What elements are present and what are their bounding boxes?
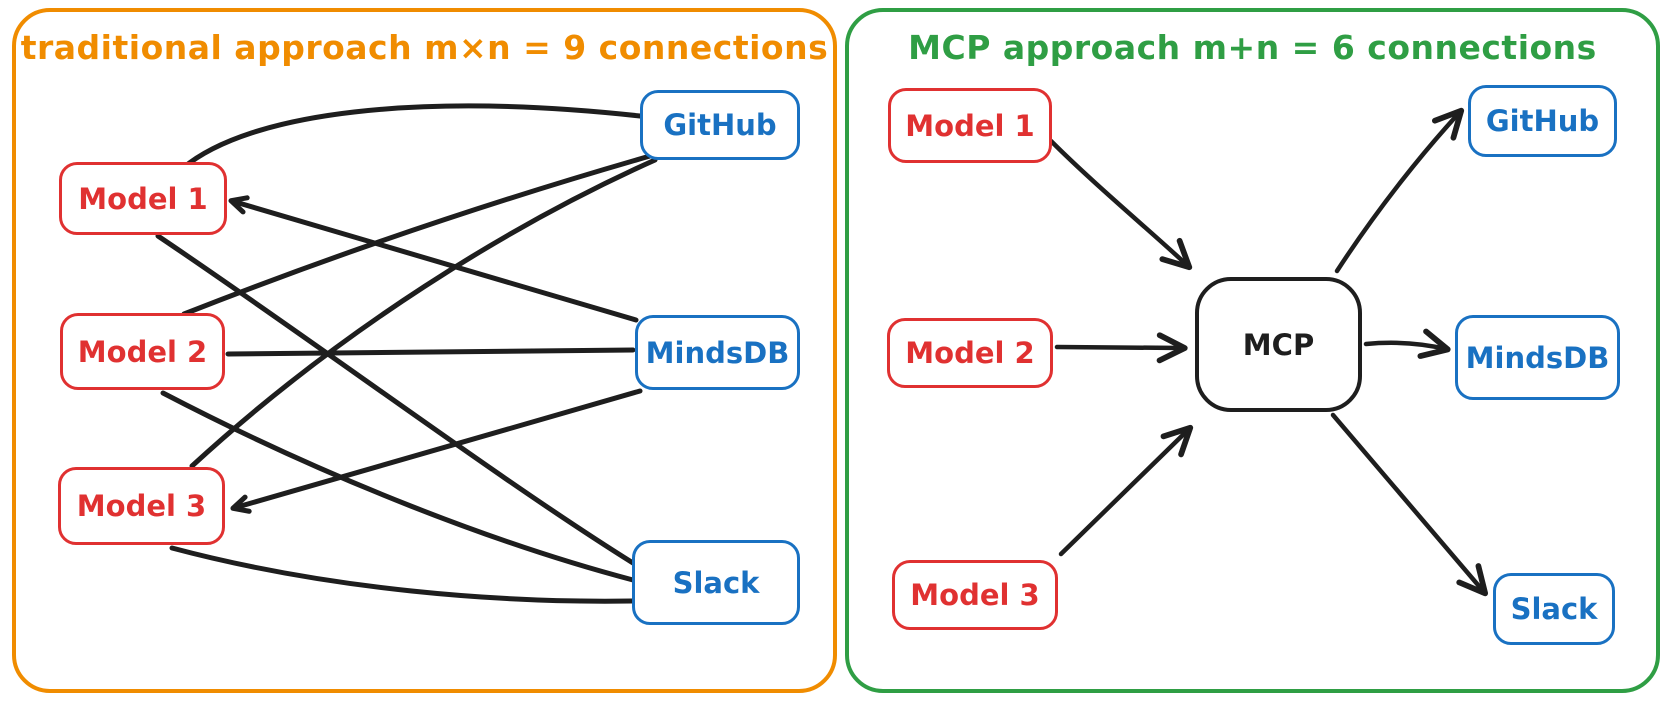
arrow-mcp-slack xyxy=(1330,412,1489,597)
node-left-model-2: Model 2 xyxy=(60,313,225,390)
node-right-model-2: Model 2 xyxy=(887,318,1053,388)
panel-traditional-approach: traditional approach m×n = 9 connections xyxy=(12,8,837,693)
edge-model3-github xyxy=(189,157,658,469)
arrow-model1-mcp xyxy=(1048,138,1193,271)
arrow-model3-mcp xyxy=(1058,424,1194,557)
node-mcp-hub: MCP xyxy=(1195,277,1362,412)
edge-model2-github xyxy=(181,153,653,317)
node-right-mindsdb: MindsDB xyxy=(1455,315,1620,400)
node-left-slack: Slack xyxy=(632,540,800,625)
node-left-model-3: Model 3 xyxy=(58,467,225,545)
edge-model2-mindsdb xyxy=(225,347,636,357)
edge-model3-slack xyxy=(169,545,635,604)
edge-model1-slack xyxy=(155,233,636,566)
panel-title-traditional: traditional approach m×n = 9 connections xyxy=(20,28,829,67)
node-left-github: GitHub xyxy=(640,90,800,160)
edge-model2-slack xyxy=(160,390,636,583)
node-right-model-1: Model 1 xyxy=(888,88,1052,163)
edge-model3-mindsdb xyxy=(230,388,643,514)
node-right-github: GitHub xyxy=(1468,85,1617,157)
edge-model1-mindsdb xyxy=(228,195,639,323)
panel-title-mcp: MCP approach m+n = 6 connections xyxy=(908,28,1597,67)
node-right-model-3: Model 3 xyxy=(892,560,1058,630)
node-left-mindsdb: MindsDB xyxy=(635,315,800,390)
arrow-mcp-github xyxy=(1334,107,1465,274)
panel-mcp-approach: MCP approach m+n = 6 connections xyxy=(845,8,1660,693)
arrow-model2-mcp xyxy=(1054,332,1188,364)
node-right-slack: Slack xyxy=(1493,573,1615,645)
edge-model1-github xyxy=(180,103,643,171)
arrow-mcp-mindsdb xyxy=(1363,328,1451,359)
node-left-model-1: Model 1 xyxy=(59,162,227,235)
